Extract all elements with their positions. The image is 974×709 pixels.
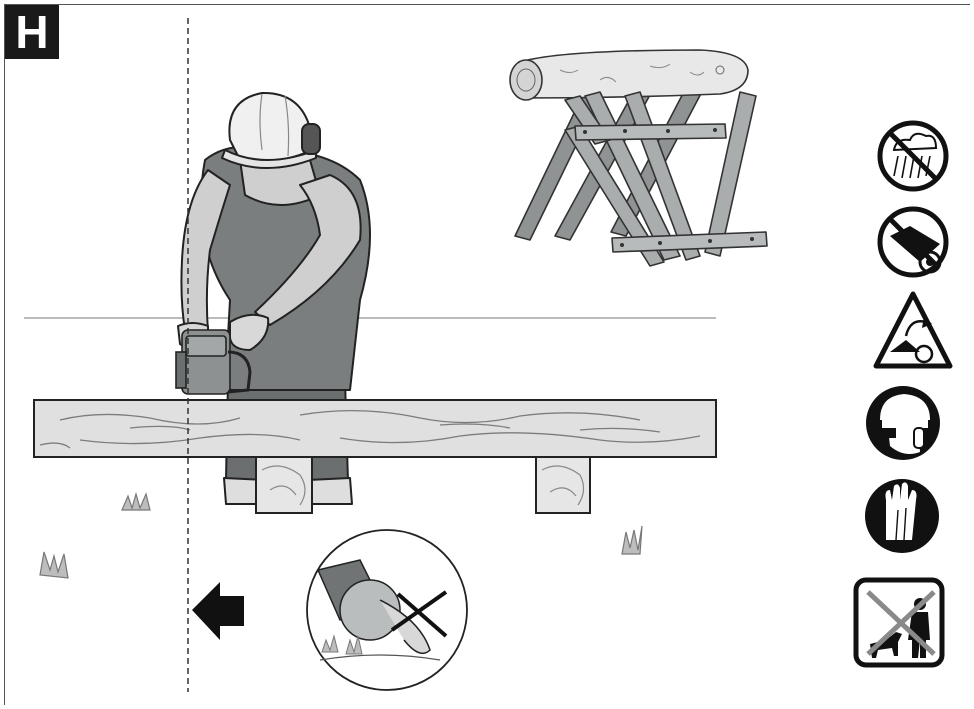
keep-bystanders-away-icon <box>853 577 945 668</box>
direction-arrow-left <box>192 582 244 640</box>
kickback-warning-icon <box>873 291 953 369</box>
chainsaw <box>175 329 252 395</box>
worker-figure <box>177 91 371 505</box>
no-rain-icon <box>877 120 949 192</box>
detail-circle-no-ground-contact <box>306 529 468 691</box>
support-blocks <box>255 456 591 514</box>
sawhorse-with-log <box>509 49 768 267</box>
grass-tufts <box>39 491 643 579</box>
wear-gloves-icon <box>865 479 939 553</box>
wear-head-eye-ear-protection-icon <box>866 386 940 460</box>
log-beam <box>33 399 717 458</box>
panel-letter-badge: H <box>5 5 59 59</box>
figure-frame <box>4 4 970 705</box>
chainsaw-kickback-icon <box>877 206 949 278</box>
